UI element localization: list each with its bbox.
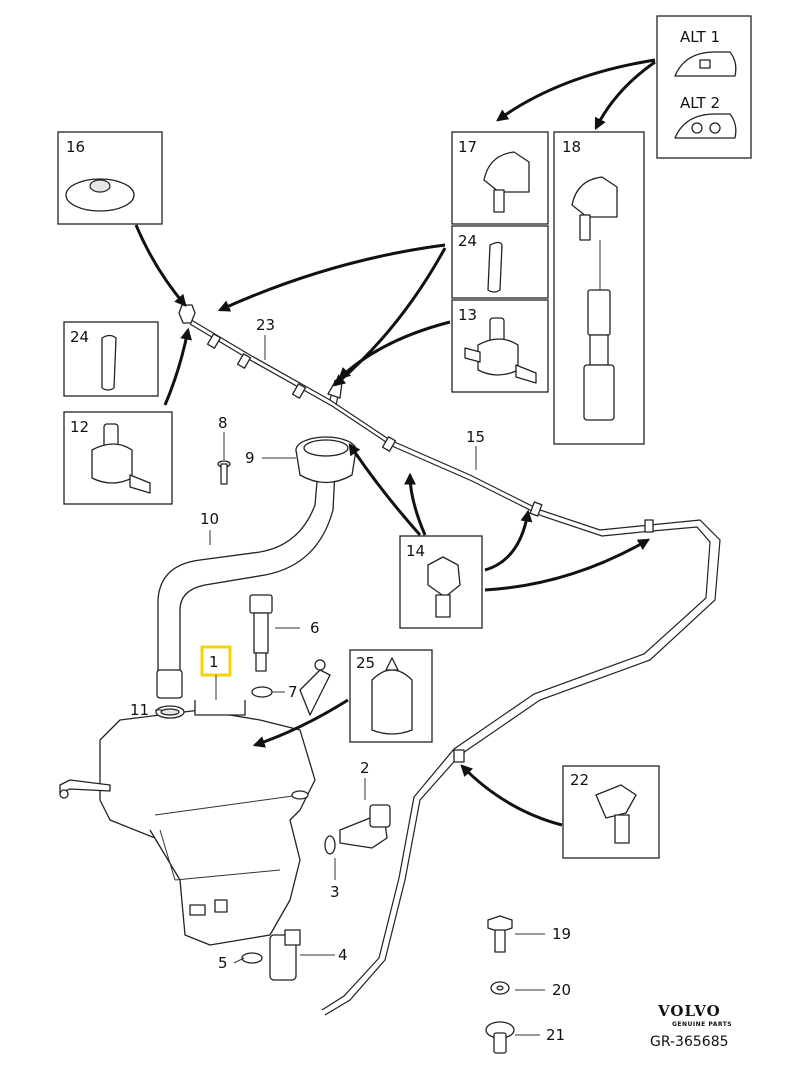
callout-11: 11 [130,701,149,719]
callout-labels: 1 2 3 4 5 6 7 8 9 10 11 12 13 14 15 16 1… [66,28,720,1044]
callout-8: 8 [218,414,228,432]
callout-25: 25 [356,654,375,672]
callout-19: 19 [552,925,571,943]
filler-pipe [155,436,357,719]
fasteners [485,915,515,1054]
callout-23: 23 [256,316,275,334]
rear-pump [241,929,301,981]
callout-1: 1 [209,653,219,671]
brand-logo: VOLVO [657,1002,721,1020]
box-14 [399,535,483,629]
box-alt [656,15,752,159]
level-sensor [324,804,391,855]
callout-14: 14 [406,542,425,560]
callout-9: 9 [245,449,255,467]
callout-6: 6 [310,619,320,637]
callout-7: 7 [288,683,298,701]
box-16 [57,131,163,225]
leader-lines [155,335,545,1036]
arrows [134,58,656,827]
box-25 [349,649,433,743]
callout-5: 5 [218,954,228,972]
box-24-left [63,321,159,397]
callout-16: 16 [66,138,85,156]
callout-12: 12 [70,418,89,436]
callout-3: 3 [330,883,340,901]
box-18 [553,131,645,445]
box-12 [63,411,173,505]
box-17 [451,131,549,225]
washer-reservoir [59,659,331,946]
callout-2: 2 [360,759,370,777]
washer-pump [249,594,273,698]
callout-20: 20 [552,981,571,999]
callout-13: 13 [458,306,477,324]
box-24-upper [451,225,549,299]
callout-22: 22 [570,771,589,789]
box-22 [562,765,660,859]
callout-10: 10 [200,510,219,528]
brand-block: VOLVO GENUINE PARTS GR-365685 [650,1002,732,1050]
callout-24-left: 24 [70,328,89,346]
alt-1-label: ALT 1 [680,28,720,46]
bolt-8 [217,460,231,485]
callout-24-upper: 24 [458,232,477,250]
callout-21: 21 [546,1026,565,1044]
brand-sub: GENUINE PARTS [672,1021,732,1028]
callout-18: 18 [562,138,581,156]
alt-2-label: ALT 2 [680,94,720,112]
figure-id: GR-365685 [650,1034,729,1050]
callout-15: 15 [466,428,485,446]
box-13 [451,299,549,393]
callout-17: 17 [458,138,477,156]
callout-4: 4 [338,946,348,964]
